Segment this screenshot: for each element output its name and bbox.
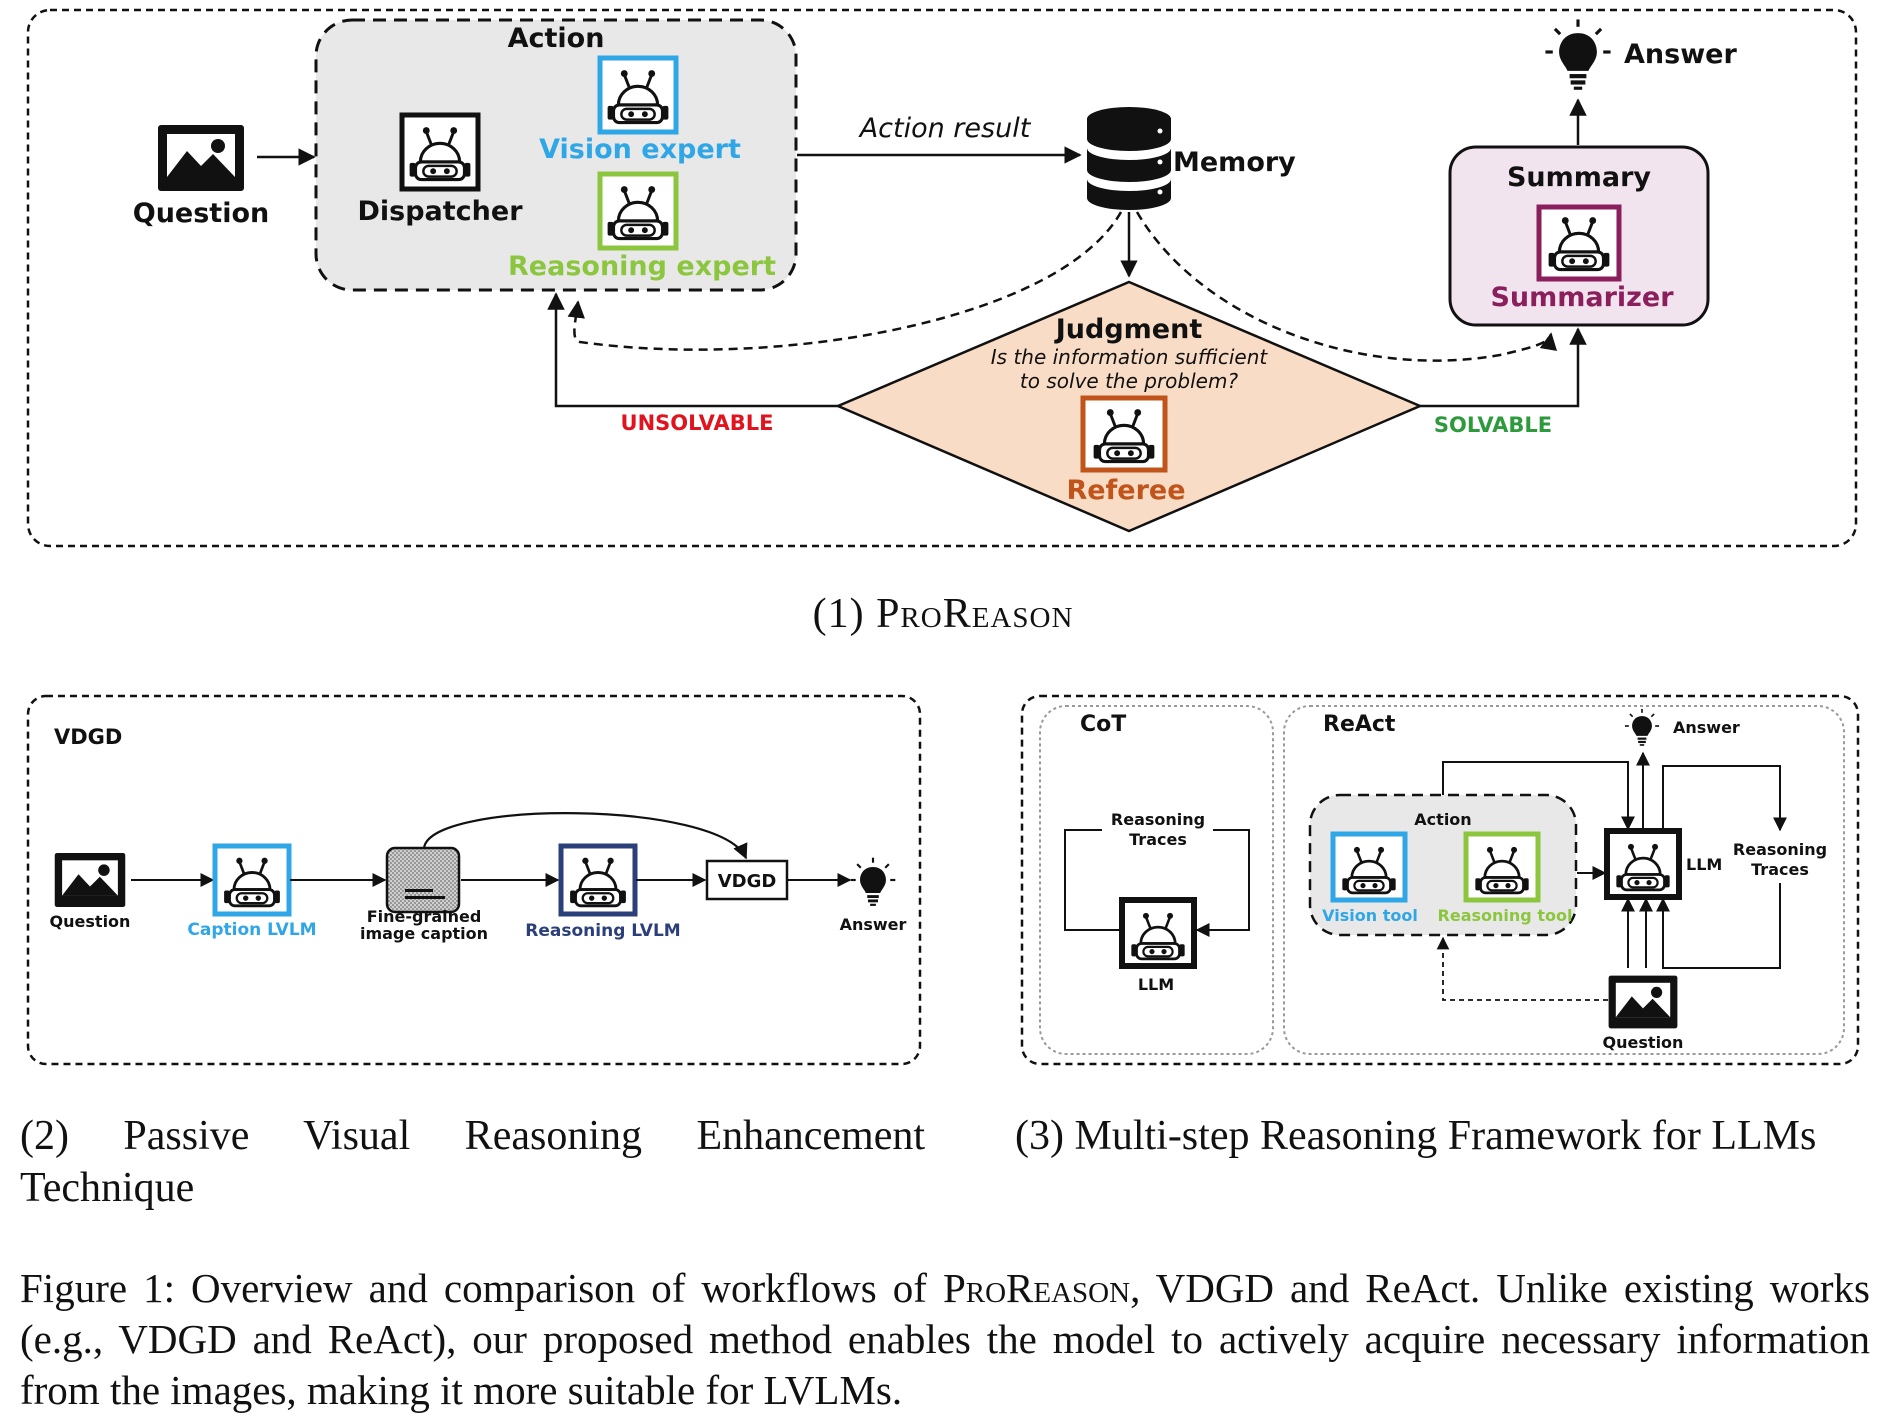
vdgd-title: VDGD [54,725,122,749]
subcaption-1-name: ProReason [876,591,1074,637]
llm-to-traces-arrow [1662,765,1787,832]
vdgd-panel [26,694,922,1066]
vdgd-box [705,859,789,901]
react-question-image-icon [1608,975,1678,1029]
caption-to-vdgd-curve-arrow [422,812,748,860]
vision-expert-label: Vision expert [539,134,741,165]
react-title: ReAct [1323,712,1396,737]
vdgd-answer-label: Answer [840,915,907,934]
figure-caption: Figure 1: Overview and comparison of wor… [20,1263,1870,1416]
react-traces-line2: Traces [1751,860,1809,879]
action-title: Action [508,23,605,54]
vision-tool-label: Vision tool [1322,906,1418,925]
referee-label: Referee [1066,475,1185,506]
unsolvable-arrow [547,292,838,408]
memory-label: Memory [1173,147,1296,178]
vdgd-answer-lightbulb-icon [849,856,897,907]
question-label: Question [133,198,270,229]
react-traces-line1: Reasoning [1733,840,1827,859]
judgment-question-line1: Is the information sufficient [991,345,1269,369]
summary-title: Summary [1507,162,1651,193]
memory-to-action-dashed-arrow [567,211,1123,351]
traces-to-llm-arrow [1656,883,1781,969]
question-image-icon [158,125,244,191]
react-question-label: Question [1603,1033,1684,1052]
memory-database-icon [1087,107,1171,210]
react-box [1283,705,1845,1055]
reasoning-expert-label: Reasoning expert [508,251,776,282]
cot-box [1039,705,1274,1055]
cot-loop-left-arrow [1064,829,1121,931]
fine-grained-caption-document-icon [385,846,461,914]
vdgd-box-label: VDGD [718,871,777,892]
fine-grained-label-line1: Fine-grained [367,907,482,926]
react-llm-label: LLM [1686,855,1722,874]
figure-caption-part1: Figure 1: Overview and comparison of wor… [20,1265,943,1311]
cot-traces-line2: Traces [1129,830,1187,849]
answer-label: Answer [1624,39,1737,70]
solvable-arrow [1420,327,1587,408]
summarizer-label: Summarizer [1490,282,1674,313]
cot-traces-line1: Reasoning [1111,810,1205,829]
vdgd-question-image-icon [54,852,126,908]
subcaption-2: (2) Passive Visual Reasoning Enhancement… [20,1113,925,1211]
solvable-label: SOLVABLE [1434,413,1552,437]
memory-to-summary-dashed-arrow [1135,211,1558,362]
subcaption-3: (3) Multi-step Reasoning Framework for L… [1015,1113,1817,1159]
vdgd-question-label: Question [50,912,131,931]
proreason-panel [26,8,1858,548]
fine-grained-label-line2: image caption [360,924,488,943]
unsolvable-label: UNSOLVABLE [621,411,774,435]
answer-lightbulb-icon [1543,17,1613,92]
react-action-title: Action [1414,810,1471,829]
judgment-title: Judgment [1054,314,1203,345]
action-top-to-llm-arrow [1442,761,1635,831]
react-answer-label: Answer [1673,718,1740,737]
judgment-question-line2: to solve the problem? [1020,369,1239,393]
reasoning-tool-label: Reasoning tool [1438,906,1573,925]
question-to-action-dashed-arrow [1436,936,1608,1001]
react-answer-lightbulb-icon [1624,708,1660,747]
figure-caption-method-name: ProReason [942,1265,1131,1311]
cot-title: CoT [1080,712,1126,737]
cot-llm-label: LLM [1138,975,1174,994]
multistep-panel [1020,694,1860,1066]
subcaption-1-number: (1) [812,591,865,637]
cot-loop-right-arrow [1195,829,1250,937]
figure-caption-part2: , VDGD and ReAct. Unlike existing works … [20,1265,1870,1413]
dispatcher-label: Dispatcher [357,196,523,227]
subcaption-1: (1) ProReason [0,590,1886,638]
action-result-label: Action result [858,113,1032,144]
caption-lvlm-label: Caption LVLM [187,920,316,940]
reasoning-lvlm-label: Reasoning LVLM [525,921,680,941]
